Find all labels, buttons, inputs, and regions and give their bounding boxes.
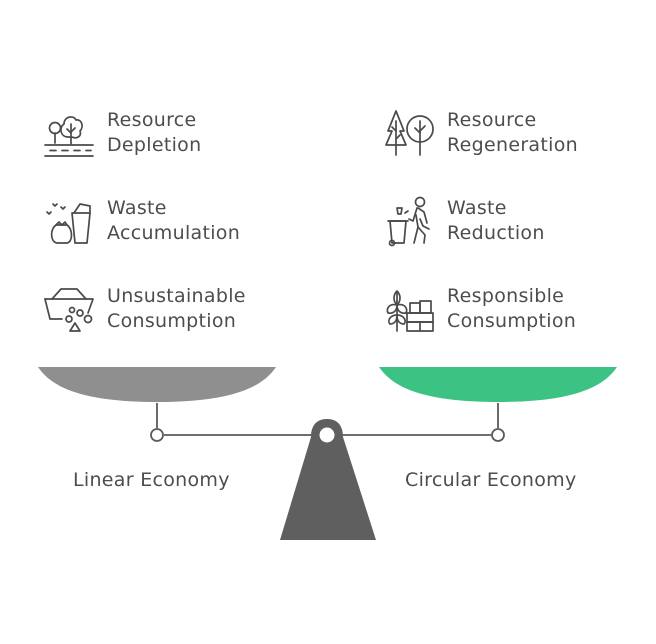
shopping-basket-icon [42,283,96,337]
item-resource-depletion: Resource Depletion [42,107,201,161]
item-label: Resource Regeneration [447,109,578,156]
item-responsible-consumption: Responsible Consumption [382,283,576,337]
trees-road-icon [42,107,96,161]
right-scale-pan [379,367,617,402]
item-label: Resource Depletion [107,109,202,156]
item-unsustainable-consumption: Unsustainable Consumption [42,283,246,337]
growing-trees-icon [382,107,436,161]
fulcrum-pivot [319,427,335,443]
scale-fulcrum [280,419,376,540]
right-joint [491,428,505,442]
item-label: Responsible Consumption [447,285,577,332]
circular-economy-label: Circular Economy [405,469,577,491]
person-recycling-icon [382,195,436,249]
left-scale-pan [38,367,276,402]
item-waste-accumulation: Waste Accumulation [42,195,240,249]
item-waste-reduction: Waste Reduction [382,195,545,249]
item-label: Waste Accumulation [107,197,241,244]
item-label: Waste Reduction [447,197,545,244]
left-joint [150,428,164,442]
trash-bin-bag-icon [42,195,96,249]
linear-economy-label: Linear Economy [73,469,230,491]
item-label: Unsustainable Consumption [107,285,246,332]
item-resource-regeneration: Resource Regeneration [382,107,578,161]
plant-and-boxes-icon [382,283,436,337]
